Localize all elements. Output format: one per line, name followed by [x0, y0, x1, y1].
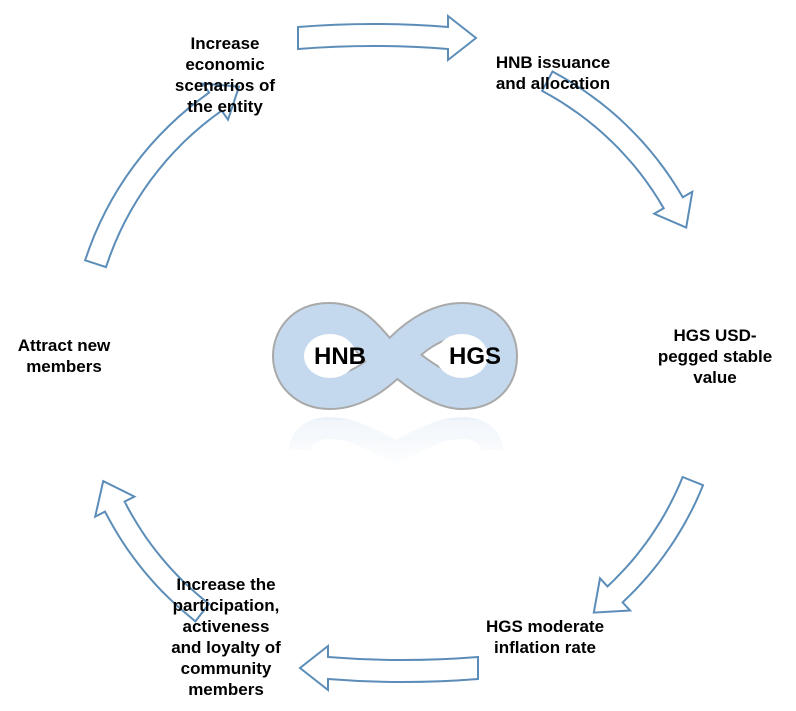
center-right-label: HGS [449, 343, 501, 370]
step-label-line: Attract new [17, 336, 111, 355]
arrow-upper-right [540, 70, 694, 230]
step-increase-economic-scenarios: Increase economic scenarios of the entity [160, 33, 290, 117]
cycle-arrows [83, 13, 705, 693]
infinity-band-fill [274, 304, 516, 408]
step-label-line: HGS USD- [673, 326, 757, 345]
infinity-reflection [280, 417, 520, 470]
step-label-line: and loyalty of [171, 638, 281, 657]
step-attract-new-members: Attract new members [4, 335, 124, 377]
step-label-line: participation, [172, 596, 280, 615]
infinity-left-hole [304, 334, 356, 378]
arrow-bottom [298, 643, 479, 693]
step-hnb-issuance: HNB issuance and allocation [478, 52, 628, 94]
arrow-lower-right [592, 475, 705, 614]
step-label-line: and allocation [495, 74, 611, 93]
arrow-lower-left [93, 479, 211, 623]
step-label-line: the entity [187, 97, 263, 116]
arrow-upper-left [83, 82, 241, 269]
step-label-line: pegged stable [657, 347, 773, 366]
step-increase-participation: Increase the participation, activeness and … [156, 574, 296, 700]
step-label-line: members [188, 680, 264, 699]
step-label-line: inflation rate [493, 638, 596, 657]
step-label-line: Increase the [176, 575, 276, 594]
step-label-line: Increase [190, 34, 260, 53]
step-label-line: activeness [182, 617, 270, 636]
arrow-top [297, 13, 478, 63]
infinity-right-hole [436, 334, 488, 378]
step-label-line: members [26, 357, 102, 376]
step-hgs-moderate-inflation: HGS moderate inflation rate [470, 616, 620, 658]
infinity-symbol: HNB HGS [272, 302, 518, 410]
step-label-line: community [180, 659, 272, 678]
center-left-label: HNB [314, 343, 366, 370]
step-label-line: scenarios of [174, 76, 276, 95]
step-hgs-usd-pegged: HGS USD-pegged stable value [640, 325, 790, 388]
step-label-line: HNB issuance [495, 53, 611, 72]
step-label-line: value [693, 368, 737, 387]
step-label-line: HGS moderate [485, 617, 605, 636]
step-label-line: economic [185, 55, 265, 74]
